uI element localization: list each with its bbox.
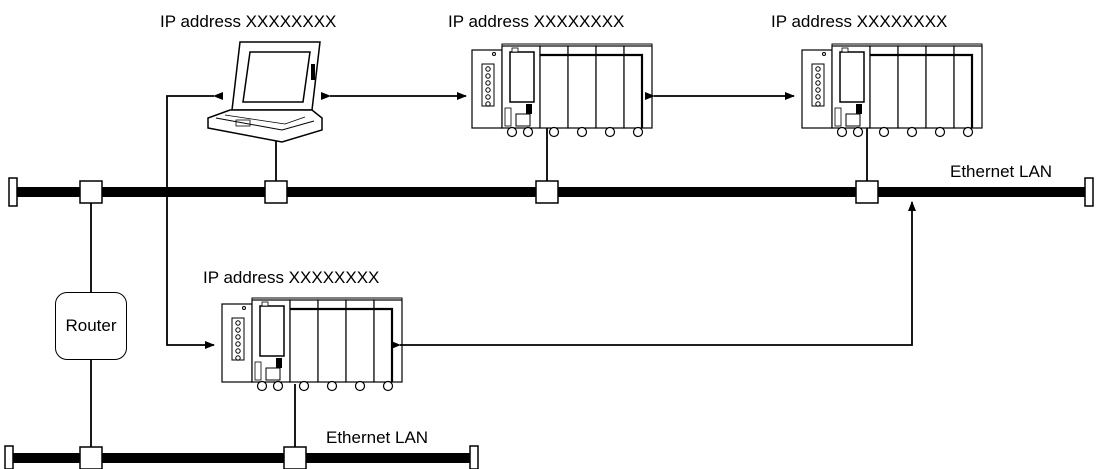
laptop-icon [207, 41, 323, 143]
node-plc3 [283, 446, 307, 469]
plc3-ip-label: IP address XXXXXXXX [203, 268, 380, 287]
plc1-ip-label: IP address XXXXXXXX [448, 12, 625, 31]
node-plc2 [855, 180, 879, 204]
bottom-lan-label: Ethernet LAN [326, 428, 429, 447]
plc-unit-1 [470, 42, 654, 138]
bottom-ethernet-bus [4, 445, 479, 469]
node-laptop [264, 180, 288, 204]
plc3-plc2-arrow [391, 201, 916, 349]
plc2-ip-label: IP address XXXXXXXX [771, 12, 948, 31]
node-plc1 [535, 180, 559, 204]
laptop-plc3-arrow [166, 92, 223, 349]
plc-unit-2 [800, 42, 984, 138]
router-box: Router [55, 292, 127, 360]
router-label: Router [65, 316, 117, 335]
laptop-ip-label: IP address XXXXXXXX [160, 12, 337, 31]
top-lan-label: Ethernet LAN [950, 162, 1053, 181]
plc-unit-3 [220, 296, 404, 392]
node-router-bottom [79, 446, 103, 469]
node-router-top [79, 180, 103, 204]
